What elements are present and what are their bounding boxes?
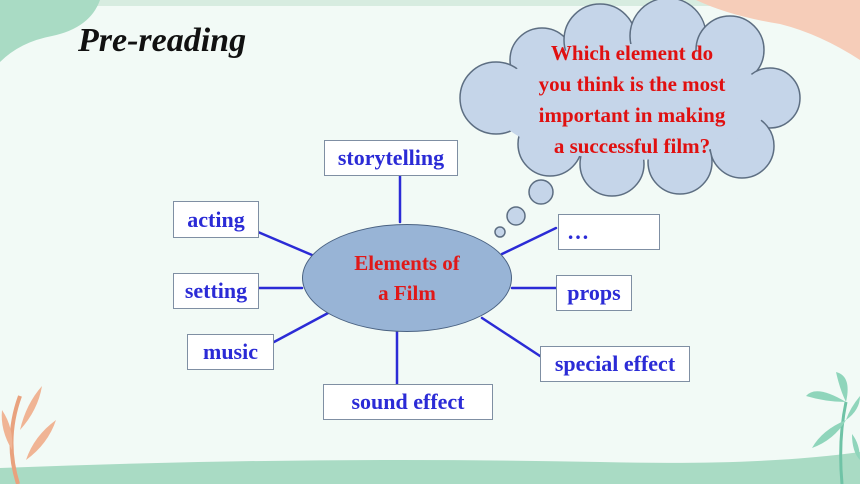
- bottom-green-band: [0, 452, 860, 484]
- top-right-blob-shape: [696, 0, 860, 60]
- hub-line-2: a Film: [378, 281, 436, 305]
- thought-cloud-icon: [459, 0, 801, 238]
- question-line-3: important in making: [538, 103, 726, 127]
- bottom-right-palm-icon: [806, 372, 860, 484]
- connector-acting: [256, 230, 314, 257]
- bottom-left-plant-icon: [1, 386, 56, 484]
- connector-special-effect: [480, 316, 542, 358]
- node-acting: acting: [173, 201, 259, 238]
- question-line-2: you think is the most: [538, 72, 726, 96]
- question-line-1: Which element do: [550, 41, 714, 65]
- hub-line-1: Elements of: [354, 251, 460, 275]
- slide-title: Pre-reading: [78, 22, 247, 59]
- node-music: music: [187, 334, 274, 370]
- node-storytelling: storytelling: [324, 140, 458, 176]
- question-line-4: a successful film?: [553, 134, 711, 158]
- center-hub: Elements of a Film: [302, 224, 512, 332]
- node-special-effect: special effect: [540, 346, 690, 382]
- node-props: props: [556, 275, 632, 311]
- top-left-leaf-shape: [0, 0, 100, 62]
- node-ellipsis: …: [558, 214, 660, 250]
- node-sound-effect: sound effect: [323, 384, 493, 420]
- node-setting: setting: [173, 273, 259, 309]
- top-border-strip: [0, 0, 860, 6]
- thought-bubble-question: Which element do you think is the most i…: [492, 38, 772, 162]
- connector-ellipsis: [500, 226, 558, 256]
- connector-music: [272, 310, 332, 344]
